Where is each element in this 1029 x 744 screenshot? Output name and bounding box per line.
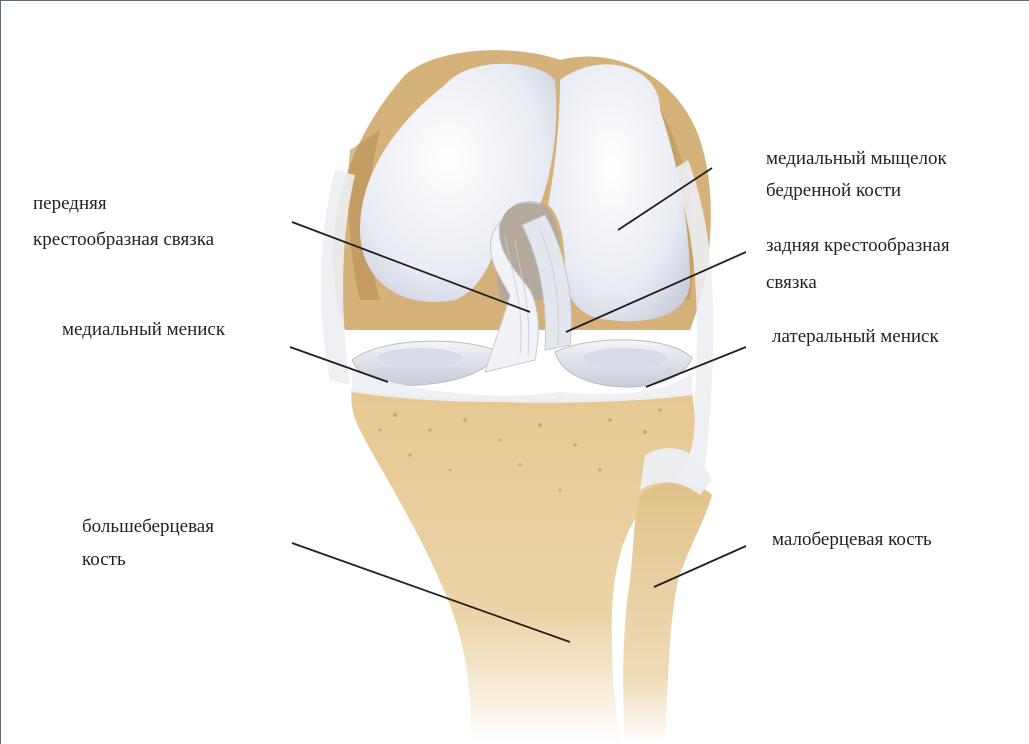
label-tibia-line2: кость [82, 545, 126, 575]
label-pcl-line1: задняя крестообразная [766, 231, 950, 261]
label-fibula: малоберцевая кость [772, 525, 932, 555]
fibula-bone [623, 482, 712, 744]
label-tibia-line1: большеберцевая [82, 512, 214, 542]
label-medial-meniscus: медиальный мениск [62, 315, 225, 345]
label-medial-femoral-condyle-line2: бедренной кости [766, 176, 901, 206]
label-pcl-line2: связка [766, 268, 817, 298]
label-lateral-meniscus: латеральный мениск [772, 322, 939, 352]
label-acl-line1: передняя [33, 189, 107, 219]
label-medial-femoral-condyle-line1: медиальный мыщелок [766, 144, 947, 174]
label-acl-line2: крестообразная связка [33, 225, 214, 255]
